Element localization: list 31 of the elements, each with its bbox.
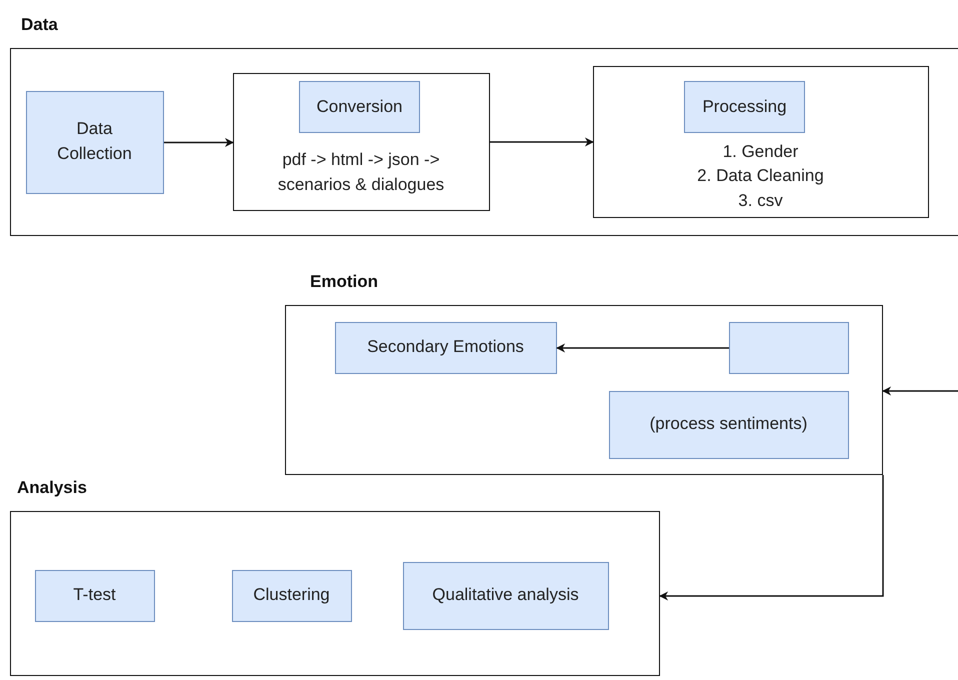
process-box — [26, 90, 164, 194]
process-box — [608, 390, 848, 458]
process-box — [299, 81, 420, 133]
group-heading: Analysis — [17, 477, 87, 499]
group-heading: Data — [21, 14, 58, 36]
process-box — [334, 322, 556, 374]
box-text: Processing — [702, 96, 787, 118]
box-text: 1. Gender — [722, 140, 798, 163]
box-text: (process sentiments) — [650, 413, 808, 436]
box-text: Secondary Emotions — [367, 336, 524, 358]
box-text: Clustering — [253, 584, 330, 606]
process-box — [402, 562, 608, 630]
box-text: T-test — [73, 584, 116, 606]
empty-box — [728, 322, 848, 374]
arrow — [659, 475, 884, 600]
process-box — [34, 570, 154, 622]
arrow — [490, 138, 594, 146]
container-box — [592, 66, 928, 218]
arrow — [882, 386, 958, 396]
box-text: Qualitative analysis — [432, 584, 579, 606]
arrow — [556, 344, 729, 352]
box-text: Data Collection — [56, 118, 133, 165]
group-heading: Emotion — [310, 271, 378, 293]
box-text: 3. csv — [738, 190, 783, 212]
box-text: Conversion — [316, 96, 402, 118]
box-text: 2. Data Cleaning — [697, 165, 824, 188]
box-text: pdf -> html -> json -> scenarios & dialogues — [276, 148, 446, 196]
container-box — [232, 72, 490, 210]
process-box — [684, 81, 805, 133]
process-box — [232, 570, 352, 622]
arrow — [164, 138, 234, 147]
